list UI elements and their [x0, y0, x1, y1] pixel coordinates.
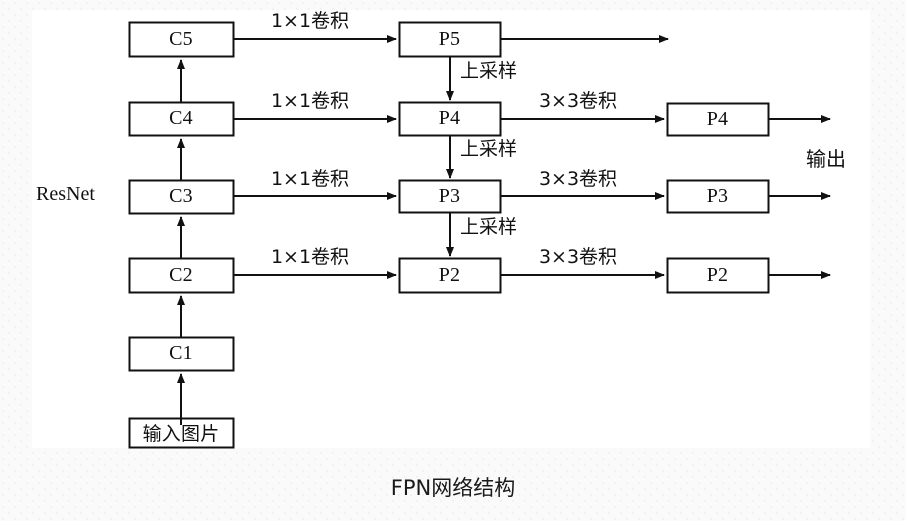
node-label-p4: P4	[438, 107, 461, 129]
node-box-c5[interactable]	[128, 21, 235, 58]
node-box-c3[interactable]	[128, 179, 235, 215]
backbone-name-label: ResNet	[36, 183, 95, 205]
node-label-out-p4: P4	[706, 107, 729, 130]
edge-label-conv1x1-c2-p2: 1×1卷积	[270, 246, 350, 268]
node-label-out-p2: P2	[706, 263, 729, 286]
node-label-p5: P5	[438, 27, 461, 50]
edge-label-upsample-p4-p3: 上采样	[460, 138, 518, 160]
edge-label-conv3x3-p2: 3×3卷积	[538, 246, 618, 268]
pyramid-boxes	[398, 21, 502, 294]
node-label-input: 输入图片	[142, 423, 220, 445]
final-output-arrows	[768, 115, 831, 279]
edge-label-conv1x1-c3-p3: 1×1卷积	[270, 168, 350, 190]
node-box-c2[interactable]	[128, 257, 235, 294]
node-label-c4: C4	[169, 107, 193, 129]
node-label-c2: C2	[169, 263, 193, 286]
node-label-c1: C1	[169, 342, 193, 364]
node-box-out-p2[interactable]	[666, 257, 770, 294]
edge-label-conv1x1-c4-p4: 1×1卷积	[270, 90, 350, 112]
node-label-p2: P2	[438, 263, 461, 286]
node-box-p4[interactable]	[398, 101, 502, 137]
edge-label-conv1x1-c5-p5: 1×1卷积	[270, 10, 350, 32]
node-box-p2[interactable]	[398, 257, 502, 294]
node-label-out-p3: P3	[706, 184, 729, 207]
node-label-c3: C3	[169, 185, 193, 207]
edge-label-upsample-p5-p4: 上采样	[460, 60, 518, 82]
node-box-out-p3[interactable]	[666, 179, 770, 214]
output-annotation-label: 输出	[806, 147, 846, 171]
edge-label-conv3x3-p4: 3×3卷积	[538, 90, 618, 112]
node-box-c4[interactable]	[128, 101, 235, 137]
node-label-c5: C5	[169, 27, 193, 50]
edge-label-upsample-p3-p2: 上采样	[460, 216, 518, 238]
edge-label-conv3x3-p3: 3×3卷积	[538, 168, 618, 190]
node-label-p3: P3	[438, 184, 461, 207]
lateral-arrows	[233, 35, 397, 279]
node-box-out-p4[interactable]	[666, 102, 770, 137]
figure-caption: FPN网络结构	[390, 476, 516, 500]
output-conv-arrows	[500, 115, 665, 279]
node-box-c1[interactable]	[128, 336, 235, 372]
output-boxes	[666, 102, 770, 294]
